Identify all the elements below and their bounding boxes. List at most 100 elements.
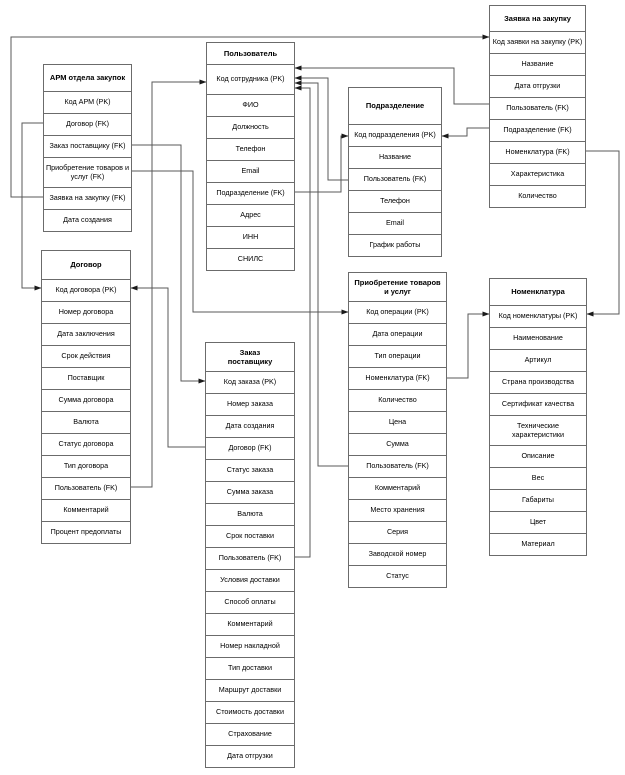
entity-field-zakaz-13[interactable]: Тип доставки xyxy=(206,657,294,679)
entity-field-zakaz-6[interactable]: Валюта xyxy=(206,503,294,525)
entity-field-priobretenie-6[interactable]: Сумма xyxy=(349,433,446,455)
entity-field-zakaz-12[interactable]: Номер накладной xyxy=(206,635,294,657)
entity-field-nomenklatura-9[interactable]: Цвет xyxy=(490,511,586,533)
entity-field-zakaz-0[interactable]: Код заказа (PK) xyxy=(206,371,294,393)
entity-field-podrazdelenie-5[interactable]: График работы xyxy=(349,234,441,256)
entity-field-priobretenie-8[interactable]: Комментарий xyxy=(349,477,446,499)
entity-field-dogovor-4[interactable]: Поставщик xyxy=(42,367,130,389)
entity-field-podrazdelenie-2[interactable]: Пользователь (FK) xyxy=(349,168,441,190)
entity-field-dogovor-2[interactable]: Дата заключения xyxy=(42,323,130,345)
entity-field-zakaz-15[interactable]: Стоимость доставки xyxy=(206,701,294,723)
entity-field-zayavka-2[interactable]: Дата отгрузки xyxy=(490,75,585,97)
connector-arm-zakaz[interactable] xyxy=(132,144,206,384)
entity-title-arm[interactable]: АРМ отдела закупок xyxy=(49,73,126,83)
connector-arm-priobretenie[interactable] xyxy=(132,170,349,315)
entity-field-nomenklatura-0[interactable]: Код номенклатуры (PK) xyxy=(490,305,586,327)
entity-title-zakaz[interactable]: Заказ поставщику xyxy=(227,347,273,366)
entity-field-podrazdelenie-1[interactable]: Название xyxy=(349,146,441,168)
connector-zayavka-podrazdelenie[interactable] xyxy=(441,127,489,139)
connector-priobretenie-user[interactable] xyxy=(294,80,348,467)
entity-field-arm-5[interactable]: Дата создания xyxy=(44,209,131,231)
entity-field-nomenklatura-3[interactable]: Страна производства xyxy=(490,371,586,393)
entity-field-zakaz-1[interactable]: Номер заказа xyxy=(206,393,294,415)
entity-field-zakaz-17[interactable]: Дата отгрузки xyxy=(206,745,294,767)
entity-title-user[interactable]: Пользователь xyxy=(223,48,278,58)
connector-arm-zayavka[interactable] xyxy=(10,34,490,198)
entity-title-dogovor[interactable]: Договор xyxy=(70,260,102,270)
entity-field-nomenklatura-6[interactable]: Описание xyxy=(490,445,586,467)
entity-field-user-4[interactable]: Email xyxy=(207,160,294,182)
entity-field-zakaz-3[interactable]: Договор (FK) xyxy=(206,437,294,459)
connector-zakaz-user[interactable] xyxy=(294,85,311,558)
entity-field-dogovor-6[interactable]: Валюта xyxy=(42,411,130,433)
entity-field-priobretenie-7[interactable]: Пользователь (FK) xyxy=(349,455,446,477)
entity-field-zakaz-7[interactable]: Срок поставки xyxy=(206,525,294,547)
entity-field-nomenklatura-5[interactable]: Технические характеристики xyxy=(490,415,586,445)
entity-field-priobretenie-2[interactable]: Тип операции xyxy=(349,345,446,367)
entity-field-dogovor-10[interactable]: Комментарий xyxy=(42,499,130,521)
entity-field-dogovor-8[interactable]: Тип договора xyxy=(42,455,130,477)
entity-field-priobretenie-4[interactable]: Количество xyxy=(349,389,446,411)
entity-field-dogovor-9[interactable]: Пользователь (FK) xyxy=(42,477,130,499)
entity-field-podrazdelenie-3[interactable]: Телефон xyxy=(349,190,441,212)
entity-field-priobretenie-12[interactable]: Статус xyxy=(349,565,446,587)
entity-field-priobretenie-3[interactable]: Номенклатура (FK) xyxy=(349,367,446,389)
entity-field-user-2[interactable]: Должность xyxy=(207,116,294,138)
entity-field-dogovor-7[interactable]: Статус договора xyxy=(42,433,130,455)
entity-field-nomenklatura-7[interactable]: Вес xyxy=(490,467,586,489)
connector-dogovor-user[interactable] xyxy=(131,79,207,488)
entity-field-zayavka-7[interactable]: Количество xyxy=(490,185,585,207)
entity-field-dogovor-3[interactable]: Срок действия xyxy=(42,345,130,367)
entity-field-zakaz-5[interactable]: Сумма заказа xyxy=(206,481,294,503)
entity-field-zakaz-11[interactable]: Комментарий xyxy=(206,613,294,635)
entity-field-priobretenie-11[interactable]: Заводской номер xyxy=(349,543,446,565)
entity-field-user-1[interactable]: ФИО xyxy=(207,94,294,116)
connector-priobretenie-nomenklatura[interactable] xyxy=(447,311,490,379)
entity-field-arm-0[interactable]: Код АРМ (PK) xyxy=(44,91,131,113)
entity-field-priobretenie-1[interactable]: Дата операции xyxy=(349,323,446,345)
entity-field-priobretenie-10[interactable]: Серия xyxy=(349,521,446,543)
entity-field-zakaz-8[interactable]: Пользователь (FK) xyxy=(206,547,294,569)
entity-field-arm-2[interactable]: Заказ поставщику (FK) xyxy=(44,135,131,157)
entity-field-zayavka-5[interactable]: Номенклатура (FK) xyxy=(490,141,585,163)
entity-field-priobretenie-9[interactable]: Место хранения xyxy=(349,499,446,521)
entity-field-priobretenie-0[interactable]: Код операции (PK) xyxy=(349,301,446,323)
entity-field-user-5[interactable]: Подразделение (FK) xyxy=(207,182,294,204)
entity-field-dogovor-11[interactable]: Процент предоплаты xyxy=(42,521,130,543)
entity-field-user-6[interactable]: Адрес xyxy=(207,204,294,226)
entity-field-nomenklatura-4[interactable]: Сертификат качества xyxy=(490,393,586,415)
entity-field-arm-3[interactable]: Приобретение товаров и услуг (FK) xyxy=(44,157,131,187)
entity-field-zakaz-4[interactable]: Статус заказа xyxy=(206,459,294,481)
connector-zayavka-nomenklatura[interactable] xyxy=(586,150,620,317)
entity-field-nomenklatura-2[interactable]: Артикул xyxy=(490,349,586,371)
entity-field-arm-1[interactable]: Договор (FK) xyxy=(44,113,131,135)
connector-user-podrazdelenie[interactable] xyxy=(295,133,349,193)
entity-title-zayavka[interactable]: Заявка на закупку xyxy=(504,13,571,23)
connector-zakaz-dogovor[interactable] xyxy=(130,285,205,448)
entity-title-nomenklatura[interactable]: Номенклатура xyxy=(511,287,565,297)
entity-field-user-0[interactable]: Код сотрудника (PK) xyxy=(207,64,294,94)
entity-field-podrazdelenie-0[interactable]: Код подразделения (PK) xyxy=(349,124,441,146)
entity-field-user-8[interactable]: СНИЛС xyxy=(207,248,294,270)
entity-field-user-3[interactable]: Телефон xyxy=(207,138,294,160)
entity-field-zakaz-14[interactable]: Маршрут доставки xyxy=(206,679,294,701)
entity-field-priobretenie-5[interactable]: Цена xyxy=(349,411,446,433)
connector-zayavka-user[interactable] xyxy=(294,65,489,105)
entity-field-dogovor-1[interactable]: Номер договора xyxy=(42,301,130,323)
entity-field-zayavka-4[interactable]: Подразделение (FK) xyxy=(490,119,585,141)
entity-field-zakaz-9[interactable]: Условия доставки xyxy=(206,569,294,591)
entity-field-podrazdelenie-4[interactable]: Email xyxy=(349,212,441,234)
entity-field-dogovor-5[interactable]: Сумма договора xyxy=(42,389,130,411)
entity-field-arm-4[interactable]: Заявка на закупку (FK) xyxy=(44,187,131,209)
entity-field-nomenklatura-10[interactable]: Материал xyxy=(490,533,586,555)
entity-field-nomenklatura-8[interactable]: Габариты xyxy=(490,489,586,511)
entity-field-zakaz-16[interactable]: Страхование xyxy=(206,723,294,745)
